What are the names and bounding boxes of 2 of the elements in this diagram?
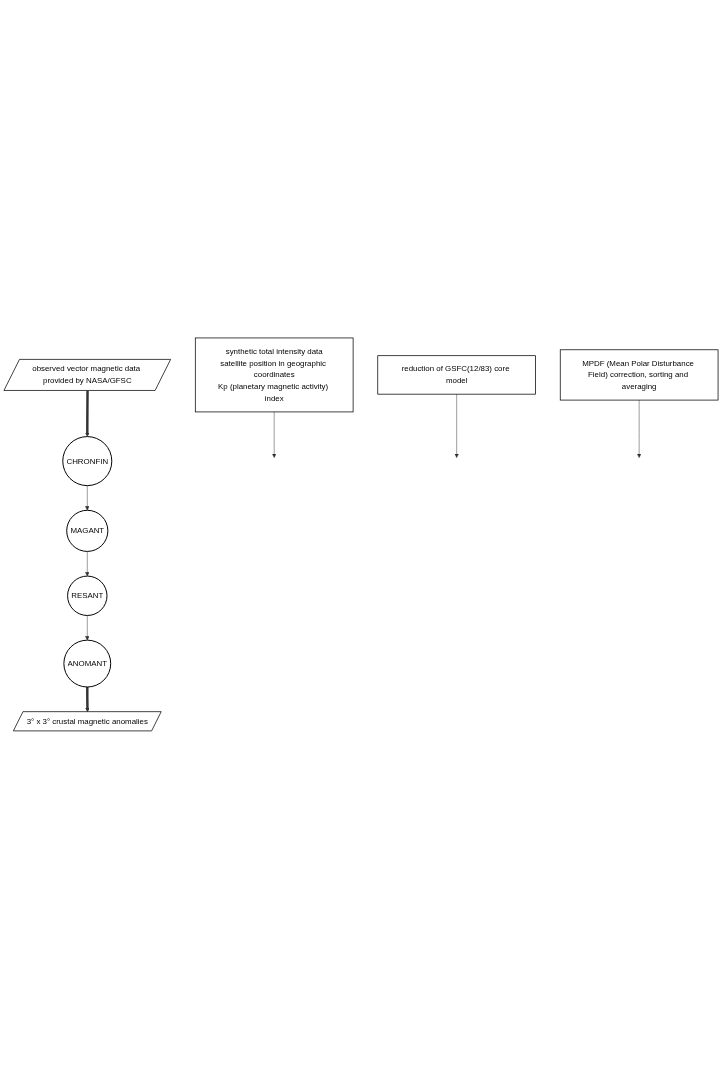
arrow: [85, 686, 90, 712]
arrow: [85, 390, 90, 437]
